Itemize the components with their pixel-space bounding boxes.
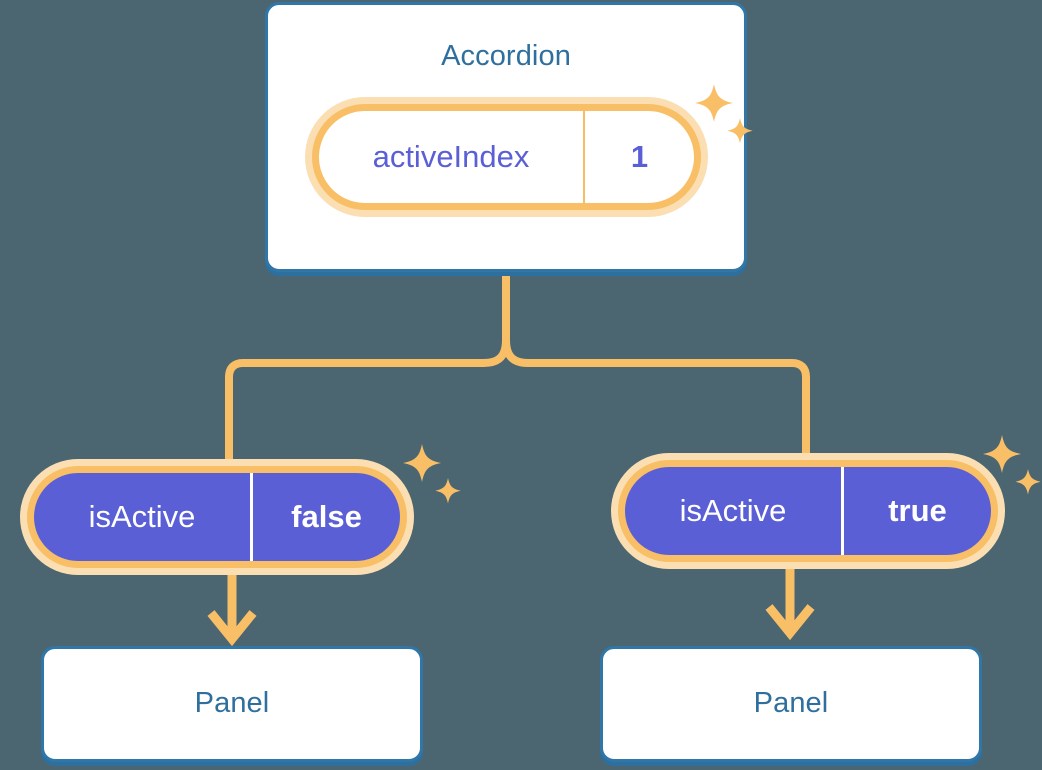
prop-pill-value: true (841, 467, 991, 555)
prop-pill-body: isActive true (618, 460, 998, 562)
prop-pill-key: isActive (679, 493, 787, 528)
prop-pill-is-active-false[interactable]: isActive false (27, 466, 407, 568)
wire-branch-left (225, 336, 510, 470)
component-card-panel-right[interactable]: Panel (600, 646, 982, 762)
state-pill-body: activeIndex 1 (312, 104, 701, 210)
component-card-panel-left[interactable]: Panel (41, 646, 423, 762)
prop-pill-body: isActive false (27, 466, 407, 568)
panel-title-left: Panel (194, 687, 270, 719)
prop-pill-value: false (250, 473, 400, 561)
state-pill-active-index[interactable]: activeIndex 1 (312, 104, 701, 210)
prop-pill-key: isActive (88, 499, 196, 534)
arrow-down-icon-right (765, 566, 815, 641)
panel-title-right: Panel (753, 687, 829, 719)
sparkle-icon-left (403, 444, 461, 504)
state-pill-key: activeIndex (372, 139, 530, 174)
state-pill-value: 1 (583, 111, 694, 203)
wire-branch-right (502, 336, 810, 464)
accordion-title: Accordion (441, 40, 571, 72)
prop-pill-is-active-true[interactable]: isActive true (618, 460, 998, 562)
arrow-down-icon-left (207, 572, 257, 647)
